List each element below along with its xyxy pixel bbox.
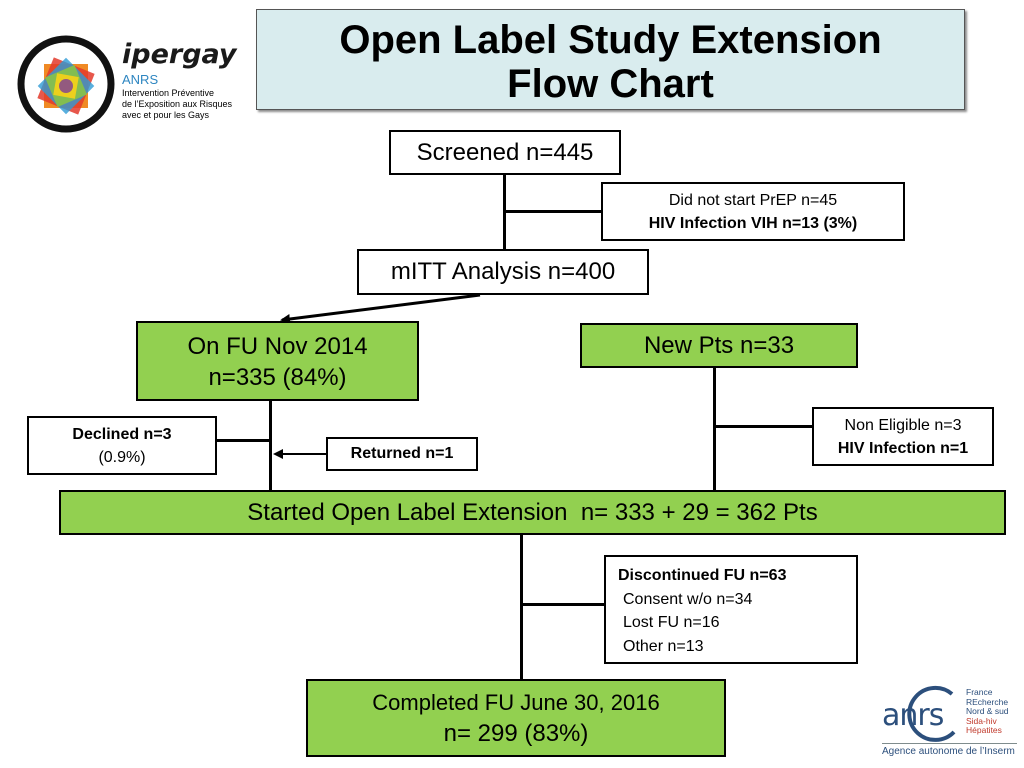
new-pts-text: New Pts n=33 — [643, 332, 795, 359]
anrs-tag-4: Sida-hiv — [966, 715, 997, 726]
connector-onfu-started — [269, 401, 272, 491]
screened-text: Screened n=445 — [416, 139, 594, 166]
connector-newpts-started — [713, 367, 716, 491]
non-eligible-line-1: Non Eligible n=3 — [844, 417, 962, 434]
anrs-divider — [882, 743, 1017, 744]
ipergay-wordmark: ipergay — [122, 39, 237, 70]
discontinued-line-3: Lost FU n=16 — [623, 614, 720, 631]
excluded-box: Did not start PrEP n=45 HIV Infection VI… — [601, 182, 905, 241]
mitt-box: mITT Analysis n=400 — [357, 249, 649, 295]
connector-discontinued — [520, 603, 605, 606]
title-line-2: Flow Chart — [507, 62, 714, 106]
on-fu-line-1: On FU Nov 2014 — [187, 333, 368, 360]
ipergay-tagline-2: de l’Exposition aux Risques — [122, 99, 233, 109]
excluded-line-2: HIV Infection VIH n=13 (3%) — [648, 215, 858, 232]
completed-line-2: n= 299 (83%) — [443, 720, 589, 747]
arrow-mitt-to-onfu — [280, 293, 481, 324]
page-title: Open Label Study Extension Flow Chart — [256, 9, 965, 110]
anrs-tag-5: Hépatites — [966, 725, 1002, 735]
on-fu-line-2: n=335 (84%) — [208, 364, 347, 391]
returned-box: Returned n=1 — [326, 437, 478, 471]
completed-line-1: Completed FU June 30, 2016 — [372, 690, 660, 715]
anrs-footer: Agence autonome de l’Inserm — [882, 746, 1015, 757]
excluded-line-1: Did not start PrEP n=45 — [668, 192, 838, 209]
on-fu-box: On FU Nov 2014 n=335 (84%) — [136, 321, 419, 401]
ipergay-logo-icon — [17, 35, 115, 133]
declined-box: Declined n=3 (0.9%) — [27, 416, 217, 475]
declined-line-1: Declined n=3 — [72, 426, 172, 443]
ipergay-tagline-3: avec et pour les Gays — [122, 110, 210, 120]
title-line-1: Open Label Study Extension — [339, 18, 882, 62]
screened-box: Screened n=445 — [389, 130, 621, 175]
non-eligible-box: Non Eligible n=3 HIV Infection n=1 — [812, 407, 994, 466]
non-eligible-line-2: HIV Infection n=1 — [837, 440, 969, 457]
mitt-text: mITT Analysis n=400 — [390, 258, 616, 285]
anrs-tag-3: Nord & sud — [966, 706, 1009, 716]
connector-noneligible — [713, 425, 813, 428]
ipergay-logo: ipergay ANRS Intervention Préventive de … — [122, 40, 237, 121]
anrs-wordmark: anrs — [882, 698, 944, 733]
started-text: Started Open Label Extension n= 333 + 29… — [247, 499, 818, 526]
ipergay-tagline-1: Intervention Préventive — [122, 88, 215, 98]
ipergay-org: ANRS — [122, 72, 159, 87]
new-pts-box: New Pts n=33 — [580, 323, 858, 368]
connector-excluded — [503, 210, 602, 213]
discontinued-line-4: Other n=13 — [623, 637, 704, 655]
anrs-tag-2: REcherche — [966, 696, 1009, 707]
started-box: Started Open Label Extension n= 333 + 29… — [59, 490, 1006, 535]
returned-text: Returned n=1 — [350, 445, 454, 462]
anrs-tag-1: France — [966, 687, 993, 697]
discontinued-box: Discontinued FU n=63 Consent w/o n=34 Lo… — [604, 555, 858, 664]
discontinued-line-1: Discontinued FU n=63 — [618, 567, 787, 584]
anrs-arc-icon — [907, 685, 956, 742]
completed-box: Completed FU June 30, 2016 n= 299 (83%) — [306, 679, 726, 757]
connector-declined — [216, 439, 271, 442]
anrs-logo: anrs France REcherche Nord & sud Sida-hi… — [882, 685, 1017, 762]
discontinued-line-2: Consent w/o n=34 — [623, 590, 753, 608]
connector-started-completed — [520, 534, 523, 680]
declined-line-2: (0.9%) — [98, 449, 146, 466]
anrs-tagline: France REcherche Nord & sud Sida-hiv Hép… — [966, 687, 1009, 736]
